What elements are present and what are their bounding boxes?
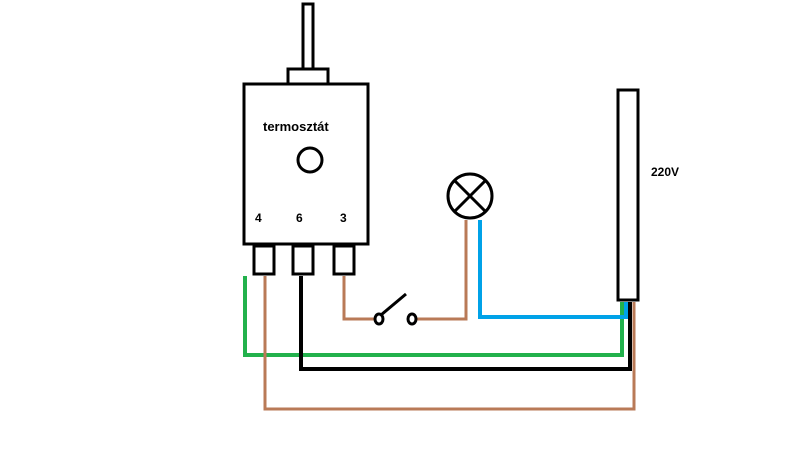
terminal-6-connector	[291, 244, 315, 276]
thermostat-shaft-cap	[286, 67, 330, 86]
terminal-3-label: 3	[340, 211, 347, 225]
supply-voltage-label: 220V	[651, 165, 680, 179]
thermostat-label: termosztát	[263, 119, 329, 134]
supply-bar	[616, 88, 640, 302]
thermostat-shaft	[301, 2, 315, 72]
wire-brown-lamp	[413, 220, 468, 321]
wire-black	[299, 276, 632, 371]
terminal-4-label: 4	[255, 211, 262, 225]
terminal-4-connector	[252, 244, 276, 276]
switch-lever	[380, 292, 407, 317]
wire-green	[243, 276, 624, 357]
terminal-6-label: 6	[296, 211, 303, 225]
thermostat-knob-icon	[296, 146, 324, 174]
switch-contact-right	[406, 312, 418, 326]
wire-brown-switch	[342, 276, 377, 321]
lamp-cross-b	[453, 179, 487, 213]
wire-brown-supply	[263, 276, 636, 411]
terminal-3-connector	[332, 244, 356, 276]
wire-blue	[478, 220, 628, 319]
switch-contact-left	[373, 312, 385, 326]
